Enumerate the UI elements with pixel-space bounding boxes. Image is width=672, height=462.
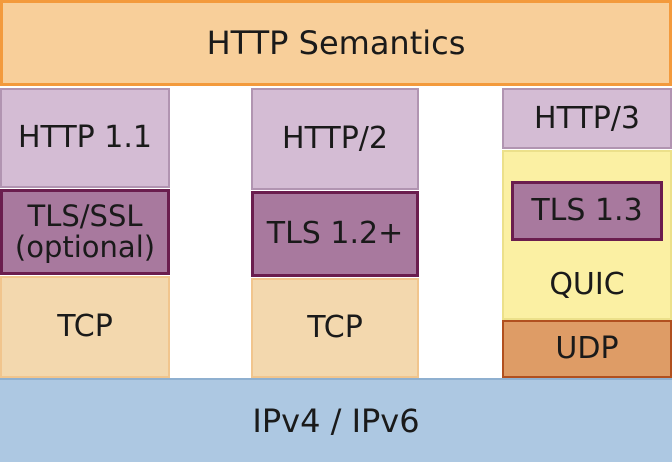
http-semantics-layer: HTTP Semantics — [0, 0, 672, 86]
quic-label: QUIC — [549, 267, 625, 302]
tcp-label-column-2: TCP — [307, 310, 363, 345]
udp-label: UDP — [555, 331, 619, 366]
http-2-label: HTTP/2 — [282, 121, 388, 156]
tls-ssl-optional-label: (optional) — [14, 230, 156, 264]
tls-ssl-label: TLS/SSL — [27, 199, 143, 233]
tcp-layer-column-1: TCP — [0, 276, 170, 378]
tls-1-3-label: TLS 1.3 — [531, 193, 643, 228]
http-1-1-layer: HTTP 1.1 — [0, 88, 170, 188]
http-2-layer: HTTP/2 — [251, 88, 419, 190]
tls-1-3-layer: TLS 1.3 — [511, 181, 663, 241]
tcp-label-column-1: TCP — [57, 309, 113, 344]
http-1-1-label: HTTP 1.1 — [17, 120, 153, 155]
tls-ssl-layer: TLS/SSL (optional) — [0, 189, 170, 275]
tls-1-2-layer: TLS 1.2+ — [251, 191, 419, 277]
http-3-layer: HTTP/3 — [502, 88, 672, 149]
tls-1-2-label: TLS 1.2+ — [266, 216, 404, 251]
http-semantics-label: HTTP Semantics — [206, 24, 466, 62]
http-3-label: HTTP/3 — [534, 100, 640, 136]
udp-layer: UDP — [502, 320, 672, 378]
tcp-layer-column-2: TCP — [251, 278, 419, 378]
ipv4-ipv6-label: IPv4 / IPv6 — [252, 402, 420, 440]
ipv4-ipv6-layer: IPv4 / IPv6 — [0, 378, 672, 462]
